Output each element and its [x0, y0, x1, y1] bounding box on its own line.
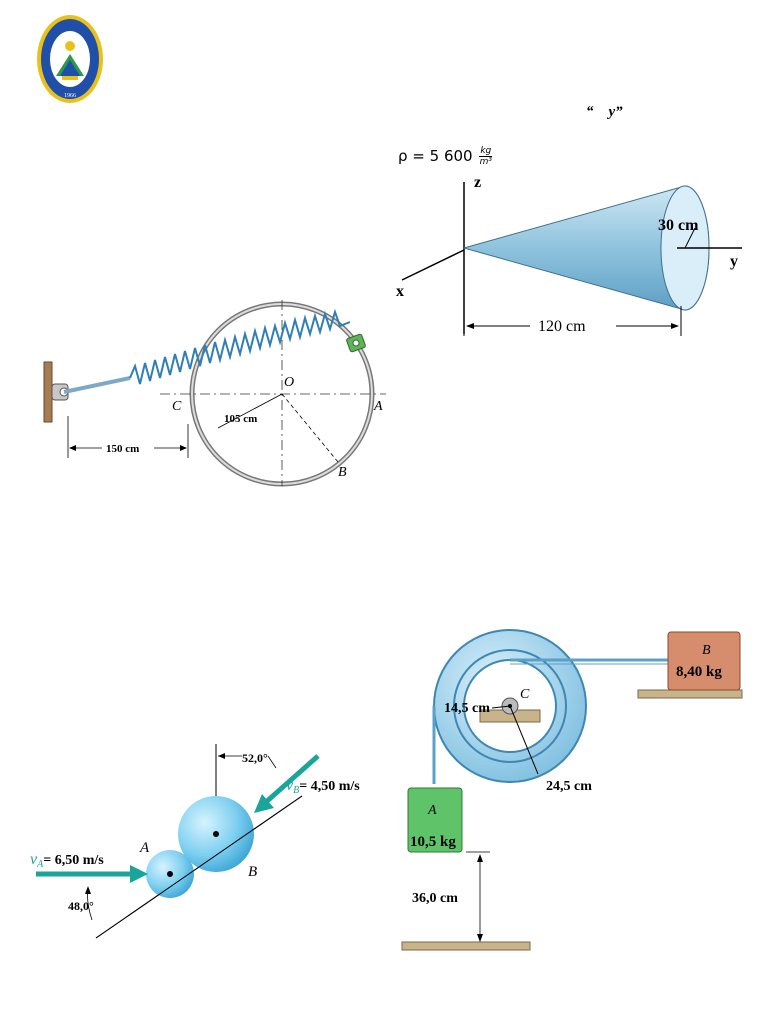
ring-radius-label: 105 cm — [224, 413, 257, 425]
point-C-label: C — [520, 687, 530, 702]
z-axis-label: z — [474, 174, 481, 191]
block-A-mass: 10,5 kg — [410, 834, 456, 850]
velocity-B-label: vB= 4,50 m/s — [286, 777, 360, 796]
height-label: 36,0 cm — [412, 891, 458, 906]
wall-support — [43, 361, 53, 423]
block-B — [667, 631, 741, 691]
point-A-label: A — [373, 399, 383, 414]
header-quote: “ y” — [586, 104, 623, 120]
block-B-label: B — [702, 643, 711, 658]
cone-radius-label: 30 cm — [658, 217, 699, 234]
inner-radius-label: 14,5 cm — [444, 701, 490, 716]
angle-top-label: 52,0° — [242, 751, 268, 765]
spheres-collision-figure: 52,0° vB= 4,50 m/s vA= 6,50 m/s A B 48,0… — [30, 744, 360, 939]
outer-radius-label: 24,5 cm — [546, 779, 592, 794]
y-axis-label: y — [730, 253, 738, 270]
point-O-label: O — [284, 375, 294, 390]
point-B-label: B — [338, 465, 347, 480]
density-unit-den: m³ — [479, 157, 492, 167]
block-B-mass: 8,40 kg — [676, 664, 722, 680]
cone-length-label: 120 cm — [538, 318, 586, 335]
x-axis-label: x — [396, 283, 404, 300]
angle-bottom-label: 48,0° — [68, 899, 94, 913]
spring — [129, 308, 351, 385]
sphere-A-label: A — [139, 840, 150, 856]
cone-figure: z x y 30 cm 120 cm — [396, 174, 742, 336]
point-C-label: C — [172, 399, 182, 414]
x-axis — [401, 249, 465, 281]
density-unit-num: kg — [479, 146, 493, 157]
university-seal-logo: 1966 — [37, 15, 103, 103]
drum-blocks-figure: B 8,40 kg C 14,5 cm 24,5 cm A 10,5 kg 36… — [401, 629, 743, 951]
block-A-label: A — [427, 803, 437, 818]
ring-spring-figure: 150 cm 105 cm O C A B — [43, 300, 386, 487]
sphere-B-label: B — [248, 864, 257, 880]
velocity-A-label: vA= 6,50 m/s — [30, 851, 104, 870]
density-prefix: ρ = 5 600 — [398, 147, 478, 165]
block-A — [407, 787, 463, 853]
distance-label: 150 cm — [106, 443, 139, 455]
svg-text:1966: 1966 — [64, 93, 76, 99]
velocity-B-arrow — [264, 754, 320, 804]
